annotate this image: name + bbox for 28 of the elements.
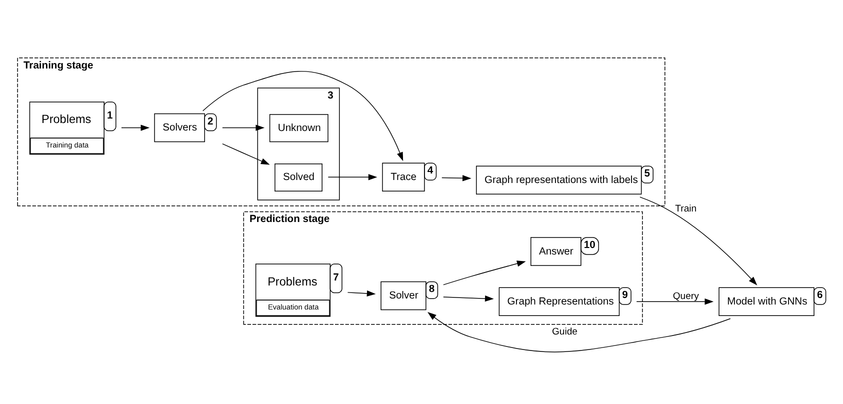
node-label: 7 [333,272,339,284]
cluster [257,88,340,200]
arrow [443,295,494,302]
node-label: 9 [622,290,628,302]
node-label: 8 [428,284,435,296]
edge-label: Query [672,290,699,302]
edge-label: Guide [552,326,578,338]
node-label: 6 [816,290,823,302]
node-box: Solved [274,164,322,192]
arrow [222,124,265,131]
arrow [222,143,270,165]
node-label: 10 [584,240,596,251]
node-label: 1 [107,110,113,122]
arrow [636,298,714,305]
edge-label: Train [675,203,697,214]
arrow [428,312,731,352]
node-label: 2 [208,116,214,128]
arrow [443,260,526,286]
node-label: 4 [427,166,434,177]
node-label: 3 [328,90,334,102]
arrow [202,71,404,162]
node-label: 5 [644,168,650,180]
node-box: Unknown [269,114,328,142]
arrow [328,174,378,180]
arrow [347,290,376,297]
arrow [442,175,472,182]
arrow [121,124,150,131]
arrow [640,196,758,286]
